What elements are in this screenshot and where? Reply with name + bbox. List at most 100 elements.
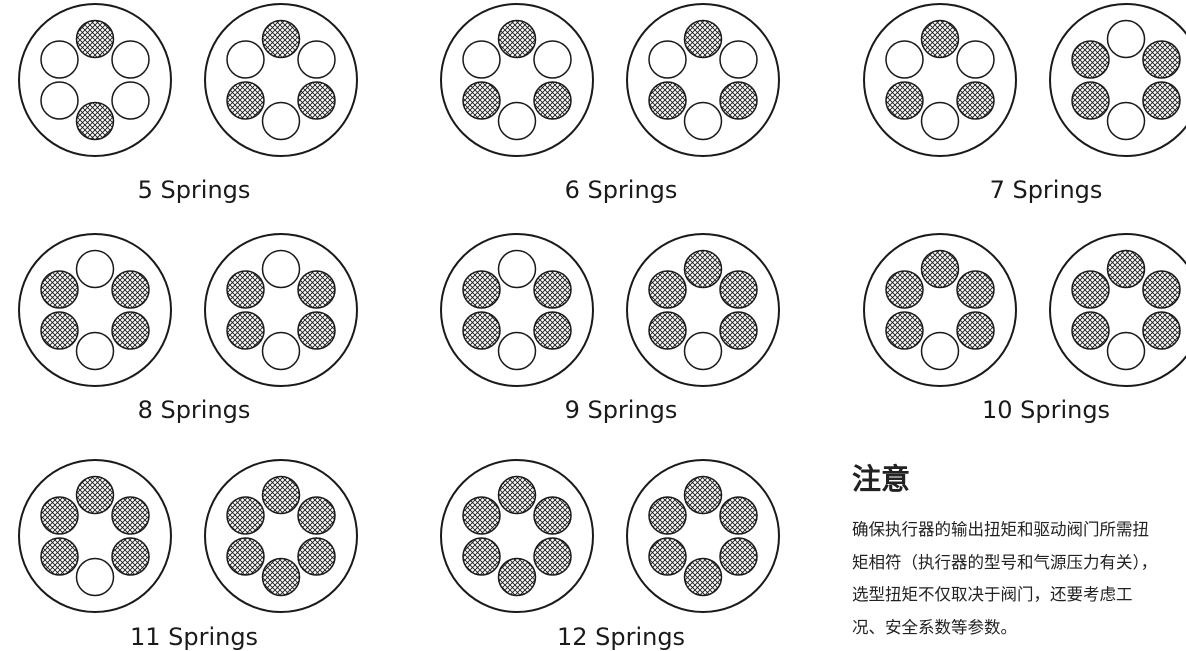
spring-slot-filled	[462, 537, 501, 576]
spring-slot-filled	[920, 249, 960, 289]
spring-slot-filled	[111, 496, 150, 535]
note-title: 注意	[852, 462, 911, 496]
spring-slot-filled	[1142, 270, 1181, 309]
spring-slot-filled	[75, 475, 115, 515]
note-line: 况、安全系数等参数。	[852, 617, 1017, 637]
spring-slot-filled	[648, 496, 687, 535]
spring-slot-filled	[40, 311, 79, 350]
spring-slot-empty	[1106, 19, 1146, 59]
note-line: 矩相符（执行器的型号和气源压力有关），	[852, 552, 1158, 572]
spring-slot-filled	[719, 270, 758, 309]
spring-figure: 5 Springs	[18, 3, 358, 204]
spring-slot-filled	[261, 557, 301, 597]
spring-slot-filled	[1071, 40, 1110, 79]
spring-count-label: 7 Springs	[990, 176, 1103, 204]
spring-slot-empty	[956, 40, 995, 79]
spring-slot-filled	[497, 475, 537, 515]
spring-slot-empty	[497, 331, 537, 371]
spring-slot-filled	[1071, 311, 1110, 350]
spring-slot-filled	[1142, 40, 1181, 79]
spring-slot-filled	[648, 537, 687, 576]
spring-slot-empty	[719, 40, 758, 79]
spring-slot-filled	[297, 496, 336, 535]
spring-slot-empty	[261, 249, 301, 289]
spring-slot-filled	[648, 270, 687, 309]
spring-slot-empty	[920, 331, 960, 371]
spring-slot-empty	[75, 331, 115, 371]
spring-slot-filled	[885, 311, 924, 350]
spring-count-label: 6 Springs	[565, 176, 678, 204]
spring-figure: 7 Springs	[863, 3, 1186, 204]
spring-slot-filled	[533, 311, 572, 350]
spring-slot-filled	[462, 270, 501, 309]
spring-slot-empty	[648, 40, 687, 79]
spring-slot-empty	[920, 101, 960, 141]
spring-slot-filled	[533, 537, 572, 576]
spring-slot-empty	[226, 40, 265, 79]
spring-slot-filled	[462, 311, 501, 350]
note-line: 确保执行器的输出扭矩和驱动阀门所需扭	[852, 520, 1149, 539]
spring-slot-filled	[1142, 81, 1181, 120]
spring-slot-empty	[1106, 331, 1146, 371]
note-body: 确保执行器的输出扭矩和驱动阀门所需扭 矩相符（执行器的型号和气源压力有关）， 选…	[852, 514, 1186, 644]
spring-figure: 12 Springs	[440, 459, 780, 651]
spring-slot-empty	[497, 101, 537, 141]
spring-slot-empty	[40, 40, 79, 79]
spring-slot-empty	[261, 331, 301, 371]
spring-slot-filled	[40, 537, 79, 576]
spring-slot-empty	[111, 81, 150, 120]
spring-slot-filled	[885, 270, 924, 309]
spring-slot-filled	[497, 19, 537, 59]
spring-slot-filled	[1071, 270, 1110, 309]
spring-count-label: 11 Springs	[130, 623, 258, 651]
spring-slot-empty	[261, 101, 301, 141]
spring-slot-filled	[719, 496, 758, 535]
spring-slot-filled	[719, 537, 758, 576]
spring-slot-empty	[297, 40, 336, 79]
spring-slot-empty	[1106, 101, 1146, 141]
spring-slot-filled	[297, 81, 336, 120]
spring-figure: 9 Springs	[440, 233, 780, 424]
spring-slot-filled	[533, 496, 572, 535]
spring-slot-filled	[462, 496, 501, 535]
spring-count-label: 10 Springs	[982, 396, 1110, 424]
spring-slot-filled	[40, 496, 79, 535]
spring-slot-filled	[956, 81, 995, 120]
spring-slot-empty	[885, 40, 924, 79]
spring-slot-filled	[920, 19, 960, 59]
spring-slot-filled	[226, 81, 265, 120]
spring-slot-filled	[719, 81, 758, 120]
spring-slot-filled	[111, 311, 150, 350]
spring-slot-filled	[648, 81, 687, 120]
spring-slot-filled	[297, 537, 336, 576]
spring-figure: 6 Springs	[440, 3, 780, 204]
spring-slot-filled	[75, 19, 115, 59]
spring-slot-filled	[111, 270, 150, 309]
spring-slot-empty	[111, 40, 150, 79]
spring-count-label: 5 Springs	[138, 176, 251, 204]
spring-slot-filled	[462, 81, 501, 120]
spring-slot-filled	[683, 557, 723, 597]
spring-slot-filled	[683, 475, 723, 515]
spring-slot-filled	[1071, 81, 1110, 120]
spring-count-label: 12 Springs	[557, 623, 685, 651]
spring-slot-filled	[956, 270, 995, 309]
spring-slot-filled	[719, 311, 758, 350]
spring-figure: 11 Springs	[18, 459, 358, 651]
spring-slot-filled	[885, 81, 924, 120]
spring-slot-filled	[261, 475, 301, 515]
spring-slot-filled	[497, 557, 537, 597]
spring-slot-empty	[497, 249, 537, 289]
spring-slot-filled	[533, 270, 572, 309]
spring-slot-filled	[40, 270, 79, 309]
spring-slot-empty	[462, 40, 501, 79]
spring-slot-filled	[648, 311, 687, 350]
spring-count-label: 8 Springs	[138, 396, 251, 424]
spring-slot-filled	[1142, 311, 1181, 350]
spring-count-label: 9 Springs	[565, 396, 678, 424]
spring-slot-empty	[75, 557, 115, 597]
spring-slot-filled	[111, 537, 150, 576]
spring-slot-empty	[683, 101, 723, 141]
spring-slot-filled	[261, 19, 301, 59]
